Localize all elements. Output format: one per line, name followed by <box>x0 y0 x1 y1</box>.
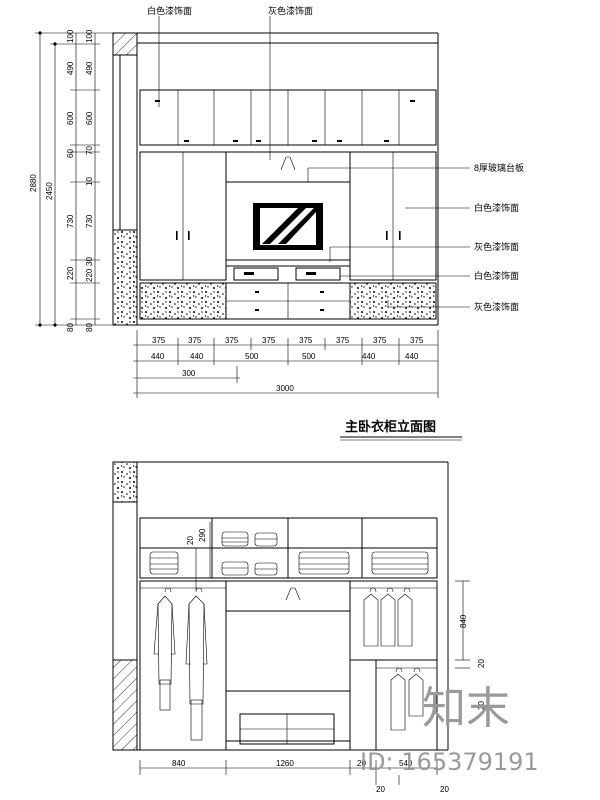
dim-b-220: 220 <box>85 268 94 282</box>
dim-bottom-840: 840 <box>459 614 468 628</box>
dim-b-70: 70 <box>85 146 94 155</box>
dim-300: 300 <box>182 369 196 378</box>
dim-b-540: 540 <box>399 759 413 768</box>
dim-overall-2880: 2880 <box>29 174 38 192</box>
gravel-plinth-right <box>349 282 437 320</box>
watermark-logo: 知末 <box>422 683 510 734</box>
dim-b-490: 490 <box>85 61 94 75</box>
watermark-id: ID: 165379191 <box>360 748 539 776</box>
dim-440-3: 440 <box>362 352 376 361</box>
dim-a-80: 80 <box>66 323 75 332</box>
watermark: 知末 ID: 165379191 <box>360 683 539 776</box>
dim-375-6: 375 <box>336 336 350 345</box>
wall-hatch-lower <box>112 659 138 751</box>
callout-7: 灰色漆饰面 <box>474 301 519 312</box>
dim-a-490: 490 <box>66 61 75 75</box>
dim-375-8: 375 <box>410 336 424 345</box>
dim-b-small-20b: 20 <box>440 785 449 794</box>
dim-b-10: 10 <box>85 177 94 186</box>
dim-b-1260: 1260 <box>276 759 294 768</box>
gravel-plinth-left <box>139 282 227 320</box>
callout-1: 白色漆饰面 <box>147 5 192 16</box>
bottom-elevation: 20 290 840 20 20 840 1260 20 540 20 20 <box>112 461 486 794</box>
dim-375-2: 375 <box>188 336 202 345</box>
wall-gravel <box>112 229 138 326</box>
dim-bottom-290: 290 <box>198 528 207 542</box>
dim-375-1: 375 <box>152 336 166 345</box>
dim-b-small-20a: 20 <box>376 785 385 794</box>
left-hanging-section <box>139 580 227 751</box>
dim-b-100: 100 <box>85 29 94 43</box>
dim-440-1: 440 <box>151 352 165 361</box>
hanging-coats-left <box>153 587 208 741</box>
dim-375-3: 375 <box>225 336 239 345</box>
wall-hatch-top <box>112 32 138 56</box>
hanging-coats-right <box>363 587 424 731</box>
dim-b-80: 80 <box>85 323 94 332</box>
dim-375-4: 375 <box>262 336 276 345</box>
callout-4: 白色漆饰面 <box>474 202 519 213</box>
dim-375-5: 375 <box>299 336 313 345</box>
top-elevation: 白色漆饰面 灰色漆饰面 8厚玻璃台板 白色漆饰面 灰色漆饰面 白色漆饰面 灰色漆… <box>29 5 524 398</box>
dim-bottom-20b: 20 <box>477 701 486 710</box>
dim-bottom-20a: 20 <box>477 659 486 668</box>
drawing-title: 主卧衣柜立面图 <box>345 419 436 434</box>
wall-gravel-upper <box>112 461 138 503</box>
dim-b-840: 840 <box>172 759 186 768</box>
dim-a-60: 60 <box>66 149 75 158</box>
dim-b-20: 20 <box>357 759 366 768</box>
dim-total-3000: 3000 <box>276 384 294 393</box>
dim-a-220: 220 <box>66 266 75 280</box>
dim-overall-2450: 2450 <box>45 182 54 200</box>
dim-b-30: 30 <box>85 257 94 266</box>
dim-375-7: 375 <box>373 336 387 345</box>
dim-a-100: 100 <box>66 29 75 43</box>
dim-440-4: 440 <box>405 352 419 361</box>
dim-500-1: 500 <box>245 352 259 361</box>
callout-6: 白色漆饰面 <box>474 270 519 281</box>
right-hanging-section <box>349 580 438 751</box>
dim-b-600: 600 <box>85 111 94 125</box>
dim-500-2: 500 <box>302 352 316 361</box>
dim-a-600: 600 <box>66 111 75 125</box>
callout-3: 8厚玻璃台板 <box>474 162 524 173</box>
dim-440-2: 440 <box>190 352 204 361</box>
folded-clothes <box>149 531 429 576</box>
callout-5: 灰色漆饰面 <box>474 241 519 252</box>
dim-b-730: 730 <box>85 214 94 228</box>
dim-bottom-20: 20 <box>186 536 195 545</box>
dim-a-730: 730 <box>66 214 75 228</box>
callout-2: 灰色漆饰面 <box>268 5 313 16</box>
